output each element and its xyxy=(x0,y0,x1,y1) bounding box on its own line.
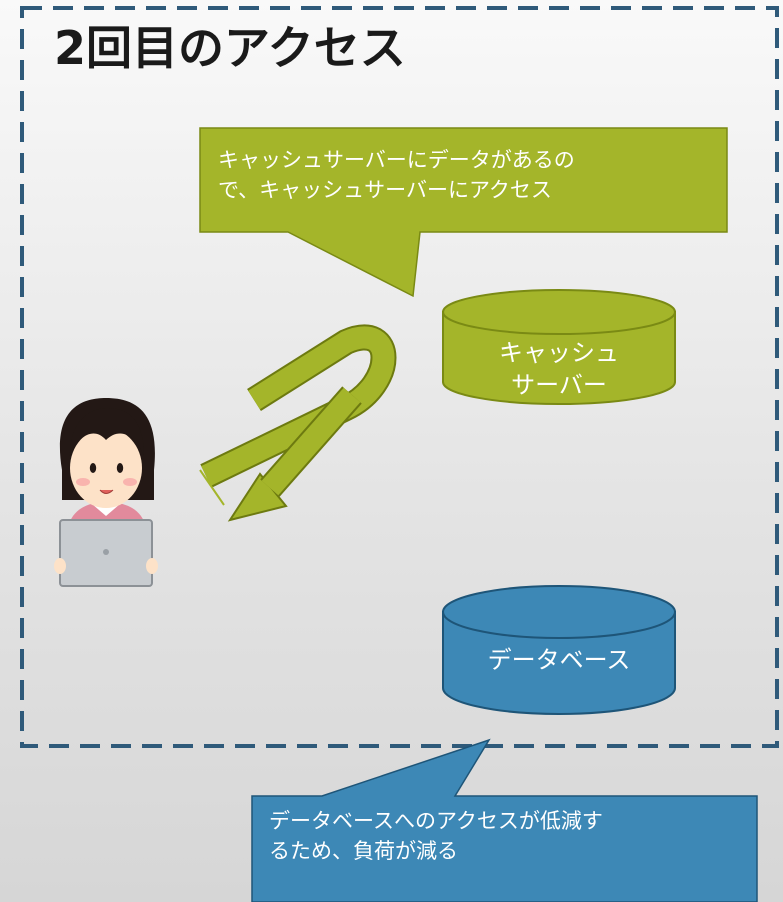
db-callout-line: データベースへのアクセスが低減す xyxy=(269,809,603,833)
arrow-head-icon xyxy=(227,386,362,522)
woman-with-laptop-icon xyxy=(54,398,158,587)
cache-server-label-line: キャッシュ xyxy=(499,339,619,367)
db-callout-bubble xyxy=(251,738,758,902)
cache-callout-text: キャッシュサーバーにデータがあるの で、キャッシュサーバーにアクセス xyxy=(218,145,575,205)
db-callout-text: データベースへのアクセスが低減す るため、負荷が減る xyxy=(269,806,603,866)
database-cylinder xyxy=(442,585,676,715)
cache-callout-line: で、キャッシュサーバーにアクセス xyxy=(218,178,552,202)
cache-server-label-line: サーバー xyxy=(511,371,607,399)
boundary-frame xyxy=(20,6,779,748)
cache-callout-line: キャッシュサーバーにデータがあるの xyxy=(218,148,575,172)
page-title: 2回目のアクセス xyxy=(54,21,406,75)
database-label: データベース xyxy=(487,646,631,674)
cache-server-label: キャッシュ サーバー xyxy=(443,337,675,401)
cache-server-cylinder xyxy=(442,289,676,405)
db-callout-line: るため、負荷が減る xyxy=(269,839,458,863)
cache-callout-bubble xyxy=(199,127,728,298)
